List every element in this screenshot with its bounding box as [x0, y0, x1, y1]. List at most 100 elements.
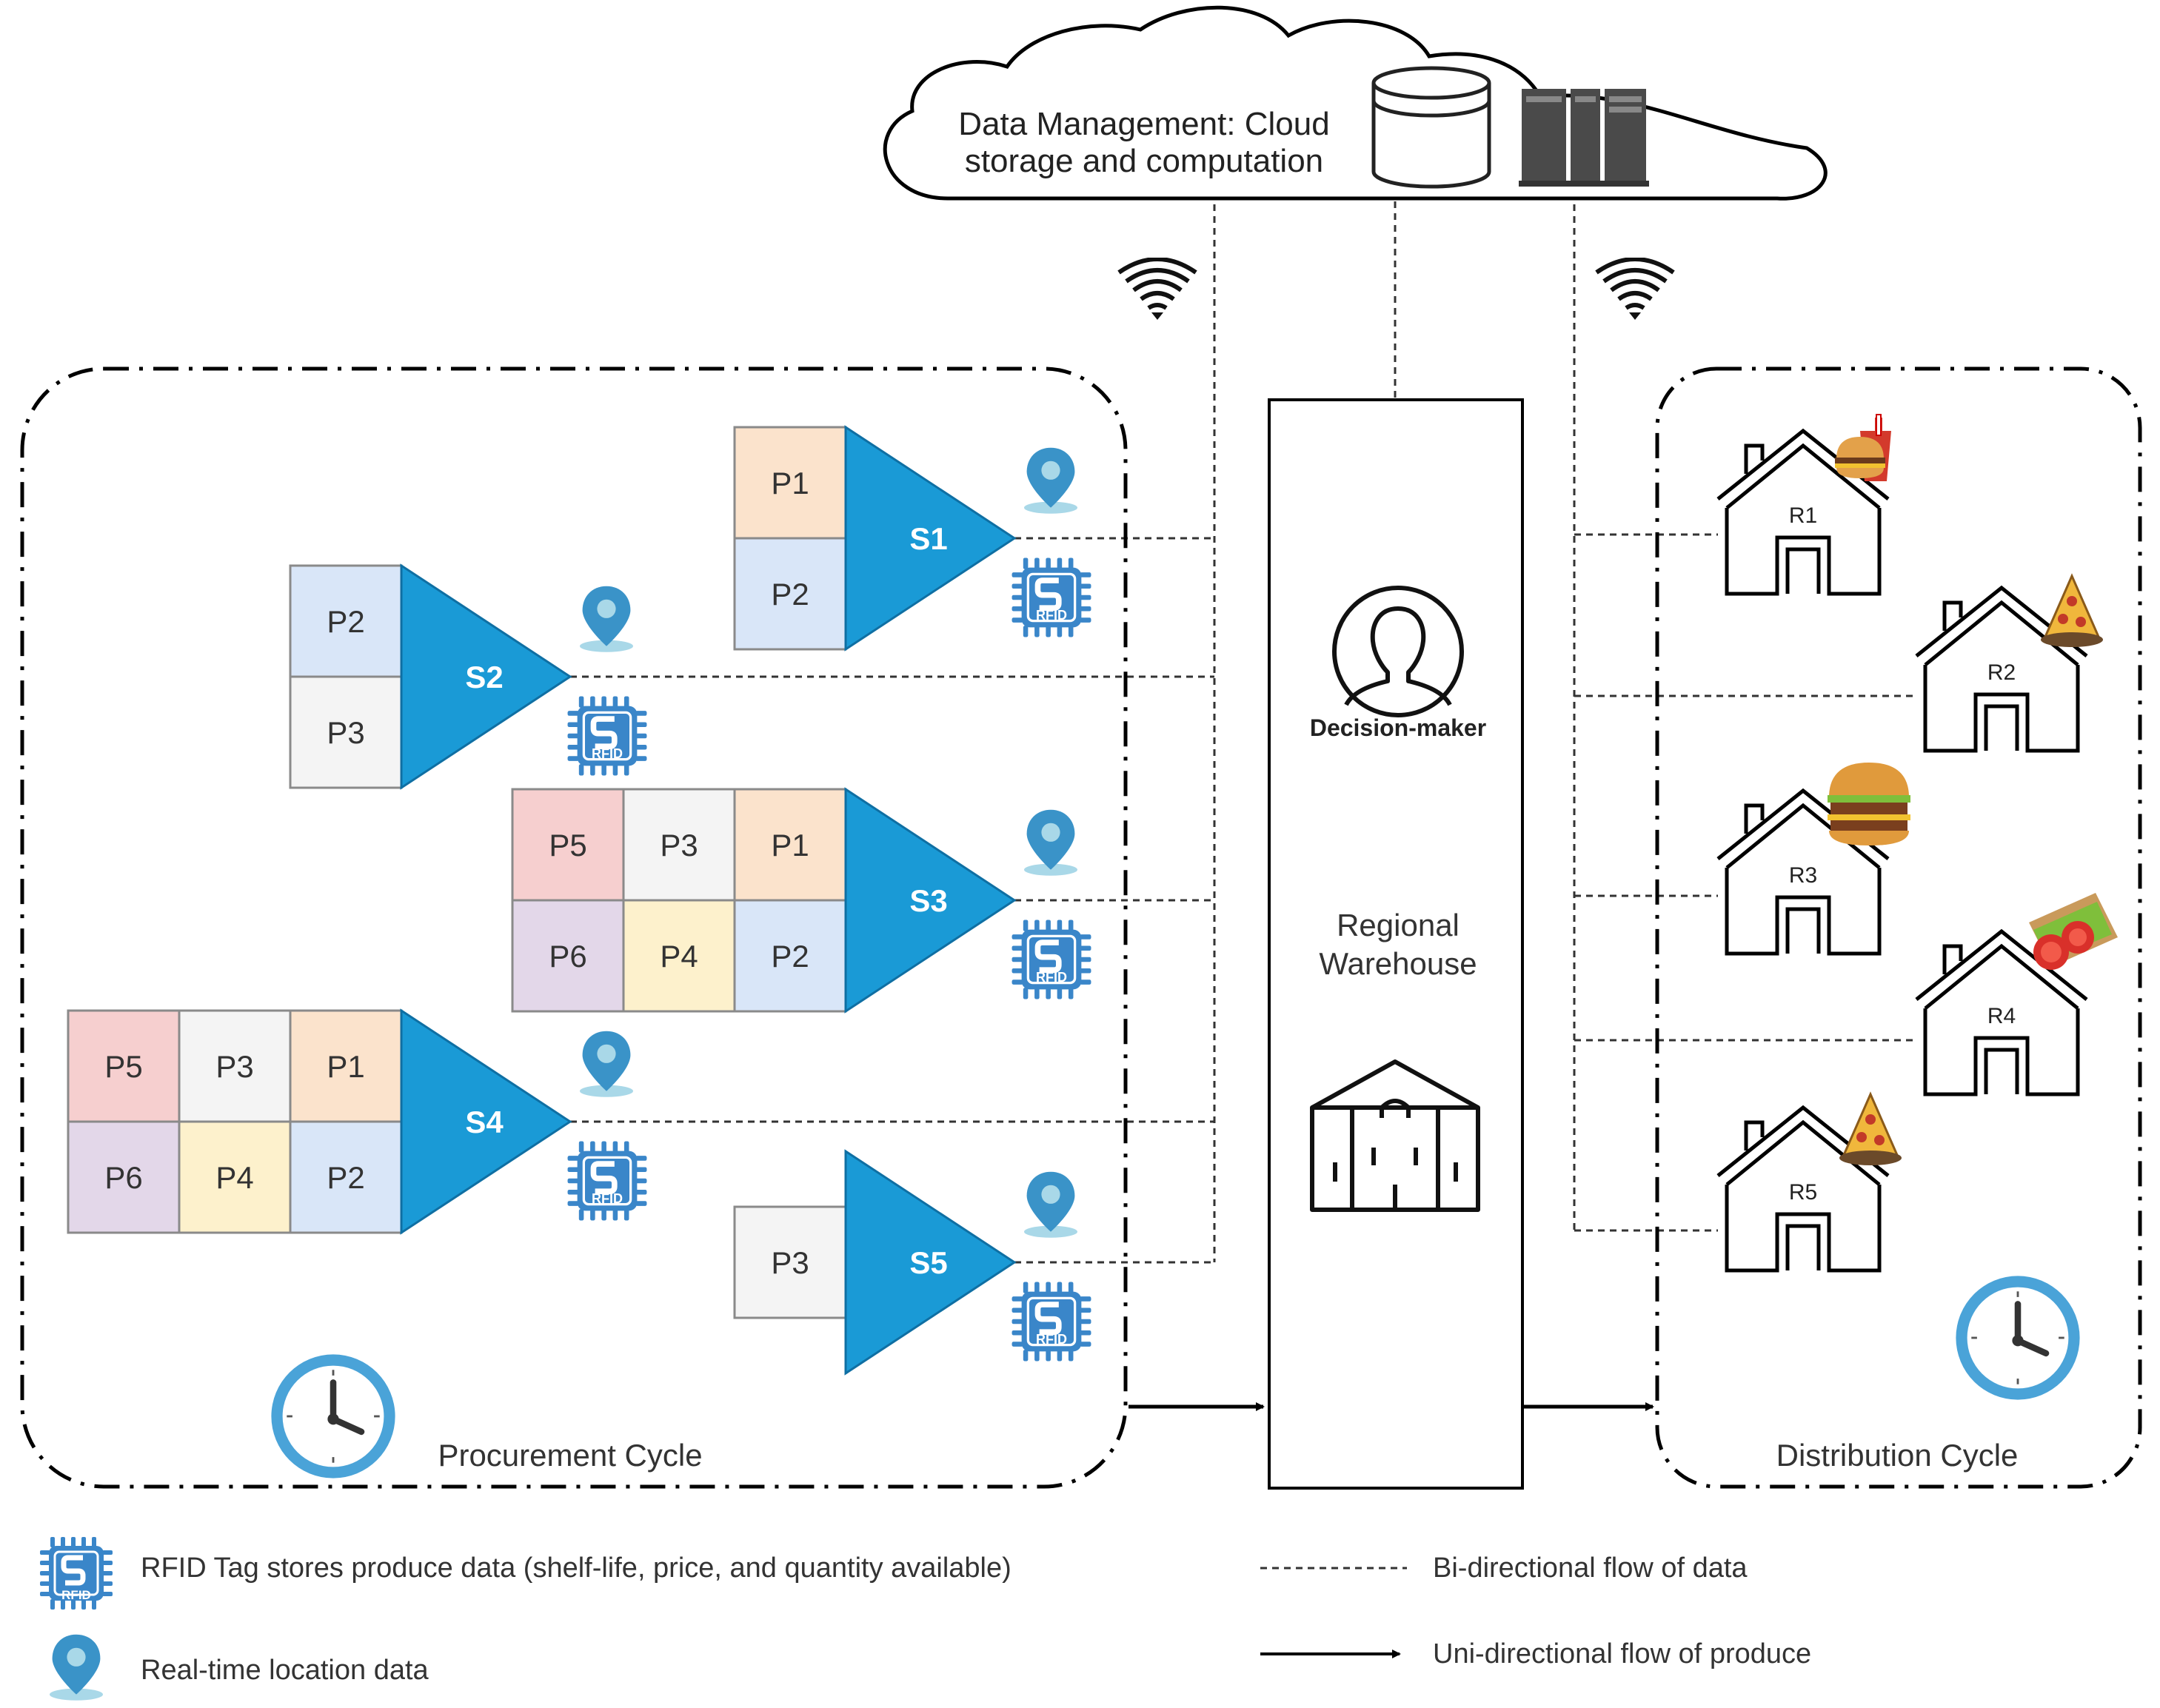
product-label: P3 [660, 828, 698, 863]
supplier-triangle [844, 1149, 1017, 1376]
user-icon [1332, 586, 1464, 717]
rfid-chip-text: RFID [1036, 608, 1067, 623]
legend: RFID RFID Tag stores produce data (shelf… [40, 1537, 1811, 1701]
procurement-cycle-label: Procurement Cycle [438, 1438, 702, 1473]
product-label: P2 [327, 1160, 364, 1195]
legend-unidirectional-label: Uni-directional flow of produce [1433, 1638, 1811, 1670]
product-box-p3: P3 [622, 788, 736, 902]
supplier-label: S2 [465, 660, 503, 694]
rfid-chip-icon [1012, 1282, 1091, 1362]
food-icon [1839, 1091, 1902, 1165]
product-box-p2: P2 [733, 899, 847, 1013]
warehouse-building-icon [1310, 1059, 1480, 1212]
rfid-chip-icon [1012, 558, 1091, 637]
supplier-label: S3 [909, 883, 947, 918]
clock-icon [271, 1354, 395, 1478]
distribution-cycle-label: Distribution Cycle [1776, 1438, 2019, 1473]
regional-warehouse: Decision-maker Regional Warehouse [1268, 398, 1524, 1490]
warehouse-label-line2: Warehouse [1319, 946, 1477, 981]
product-box-p3: P3 [733, 1205, 847, 1319]
location-pin-icon [580, 586, 633, 652]
retailer-r5: R5 [1718, 1108, 1888, 1270]
product-label: P1 [771, 466, 809, 500]
retailer-label: R4 [1987, 1004, 2016, 1028]
legend-bidirectional-label: Bi-directional flow of data [1433, 1553, 1748, 1584]
legend-rfid-label: RFID Tag stores produce data (shelf-life… [141, 1553, 1012, 1584]
food-icon [1835, 414, 1891, 481]
location-pin-icon [580, 1031, 633, 1097]
warehouse-label-line1: Regional [1337, 908, 1459, 942]
retailer-r2: R2 [1916, 588, 2087, 751]
supplier-label: S4 [465, 1105, 504, 1139]
product-box-p5: P5 [67, 1009, 181, 1123]
supplier-label: S5 [909, 1245, 947, 1280]
product-box-p4: P4 [178, 1120, 292, 1234]
wifi-icon [1119, 259, 1196, 320]
retailer-label: R3 [1789, 863, 1817, 888]
product-box-p1: P1 [733, 788, 847, 902]
retailer-label: R5 [1789, 1180, 1817, 1205]
product-box-p1: P1 [733, 426, 847, 540]
retailer-label: R2 [1987, 660, 2016, 685]
rfid-chip-text: RFID [1036, 970, 1067, 985]
rfid-chip-icon [568, 697, 647, 776]
product-box-p6: P6 [511, 899, 625, 1013]
product-label: P6 [104, 1160, 142, 1195]
cloud-title-line1: Data Management: Cloud [958, 106, 1329, 142]
product-box-p4: P4 [622, 899, 736, 1013]
rfid-chip-text: RFID [61, 1588, 91, 1602]
database-icon [1371, 66, 1491, 189]
product-label: P2 [771, 939, 809, 974]
supplier-triangle [400, 563, 572, 790]
location-pin-icon [1024, 1171, 1077, 1238]
rfid-chip-icon [568, 1142, 647, 1221]
supplier-label: S1 [909, 521, 947, 556]
product-label: P2 [327, 604, 364, 639]
rfid-chip-text: RFID [592, 746, 623, 761]
product-label: P4 [215, 1160, 253, 1195]
product-box-p5: P5 [511, 788, 625, 902]
product-box-p2: P2 [733, 537, 847, 651]
distribution-cycle-boundary [1655, 366, 2142, 1489]
location-pin-icon [50, 1634, 103, 1701]
product-box-p2: P2 [289, 1120, 403, 1234]
legend-location-label: Real-time location data [141, 1655, 429, 1686]
decision-maker-label: Decision-maker [1310, 714, 1486, 741]
product-label: P1 [771, 828, 809, 863]
food-icon [1828, 763, 1910, 845]
product-box-p1: P1 [289, 1009, 403, 1123]
wifi-icon [1596, 259, 1674, 320]
rfid-chip-text: RFID [592, 1191, 623, 1206]
rfid-chip-icon [1012, 920, 1091, 999]
product-label: P6 [549, 939, 586, 974]
product-label: P4 [660, 939, 698, 974]
supplier-triangle [400, 1008, 572, 1235]
clock-icon [1956, 1276, 2079, 1399]
rfid-chip-text: RFID [1036, 1332, 1067, 1347]
retailer-r1: R1 [1718, 431, 1888, 594]
server-icon [1519, 89, 1649, 187]
product-box-p3: P3 [178, 1009, 292, 1123]
cloud: Data Management: Cloud storage and compu… [883, 5, 1828, 201]
supplier-triangle [844, 787, 1017, 1014]
product-label: P3 [771, 1245, 809, 1280]
location-pin-icon [1024, 447, 1077, 514]
data-flow-lines [570, 201, 1918, 1264]
product-label: P2 [771, 577, 809, 612]
product-label: P3 [327, 715, 364, 750]
product-label: P3 [215, 1049, 253, 1084]
retailer-label: R1 [1789, 503, 1817, 528]
product-label: P1 [327, 1049, 364, 1084]
cloud-title-line2: storage and computation [965, 143, 1323, 179]
food-icon [2029, 893, 2118, 970]
food-icon [2041, 573, 2103, 647]
retailer-r3: R3 [1718, 791, 1888, 954]
